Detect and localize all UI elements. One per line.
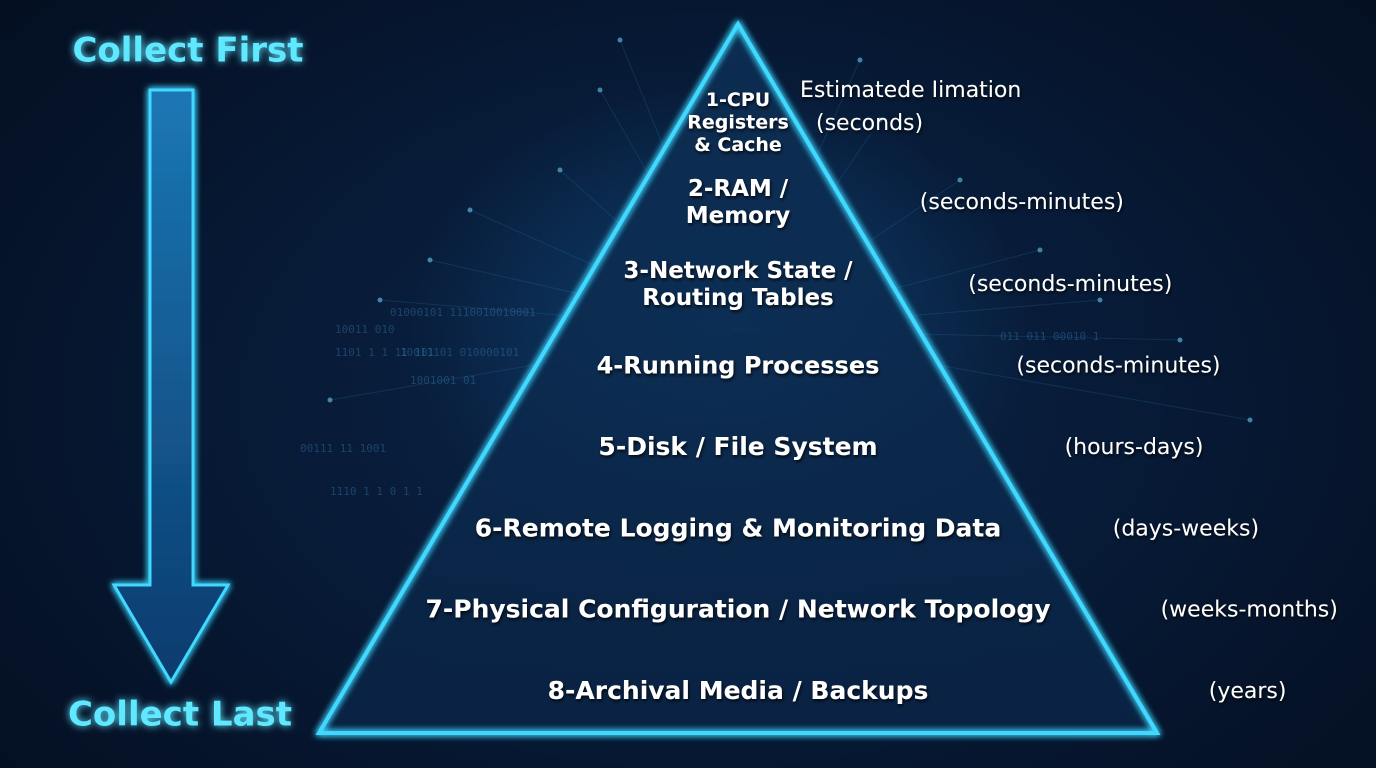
circuit-node-dot: [427, 257, 433, 263]
tier-2-label: 2-RAM /: [688, 176, 789, 202]
circuit-node-dot: [377, 297, 383, 303]
circuit-node-dot: [327, 397, 333, 403]
tier-1-label: Registers: [687, 112, 789, 134]
binary-text: 00111 11 1001: [300, 442, 386, 455]
collect-last-label: Collect Last: [68, 695, 292, 735]
down-arrow-icon: [111, 88, 231, 685]
tier-1-time-label: (seconds): [816, 111, 923, 136]
circuit-node-dot: [1247, 417, 1253, 423]
tier-2-time-label: (seconds-minutes): [920, 190, 1124, 215]
background-binary-text: 10011 010 01000101 1110010010001 1101 1 1 …: [300, 306, 1099, 498]
tier-4-time-label: (seconds-minutes): [1016, 354, 1220, 379]
binary-text: 1110 1 1 0 1 1: [330, 485, 423, 498]
tier-2-label: Memory: [686, 203, 791, 229]
collect-first-label: Collect First: [72, 31, 303, 71]
tier-8-label: 8-Archival Media / Backups: [548, 676, 929, 705]
tier-5-time-label: (hours-days): [1065, 435, 1204, 460]
tier-6-time-label: (days-weeks): [1113, 517, 1259, 542]
pyramid-outline: [315, 20, 1161, 735]
circuit-node-dot: [877, 117, 883, 123]
binary-text: 011 011 00010 1: [1000, 330, 1099, 343]
pyramid-tier-dividers: [367, 160, 1109, 653]
tier-1-label: & Cache: [694, 134, 782, 156]
tier-7-time-label: (weeks-months): [1161, 598, 1338, 623]
collection-order-arrow: [111, 88, 231, 685]
binary-text: 10011 010: [335, 323, 395, 336]
tier-6-label: 6-Remote Logging & Monitoring Data: [475, 514, 1001, 543]
circuit-node-dot: [1097, 297, 1103, 303]
tier-5-label: 5-Disk / File System: [598, 432, 877, 461]
binary-text: 1001001 01: [410, 374, 476, 387]
tier-8-time-label: (years): [1209, 679, 1287, 704]
circuit-node-dot: [957, 177, 963, 183]
pyramid-body: [319, 24, 1157, 733]
circuit-node-dot: [1177, 337, 1183, 343]
tier-1-label: 1-CPU: [706, 89, 770, 111]
tier-4-label: 4-Running Processes: [597, 352, 880, 380]
tier-3-label: 3-Network State /: [623, 258, 853, 284]
tier-7-label: 7-Physical Configuration / Network Topol…: [425, 595, 1050, 624]
circuit-node-dot: [1037, 247, 1043, 253]
volatility-time-labels: (seconds) (seconds-minutes) (seconds-minut…: [816, 111, 1338, 704]
circuit-node-dot: [857, 57, 863, 63]
circuit-node-dot: [557, 167, 563, 173]
circuit-node-dot: [467, 207, 473, 213]
circuit-node-dot: [617, 37, 623, 43]
circuit-node-dot: [597, 87, 603, 93]
tier-3-time-label: (seconds-minutes): [968, 272, 1172, 297]
tier-3-label: Routing Tables: [642, 285, 834, 311]
binary-text: 01000101 1110010010001: [390, 306, 536, 319]
estimated-time-header: Estimatede Iimation: [800, 78, 1021, 103]
binary-text: 1101 1 1 11 101: [335, 346, 434, 359]
binary-text: 10011101 010000101: [400, 346, 519, 359]
